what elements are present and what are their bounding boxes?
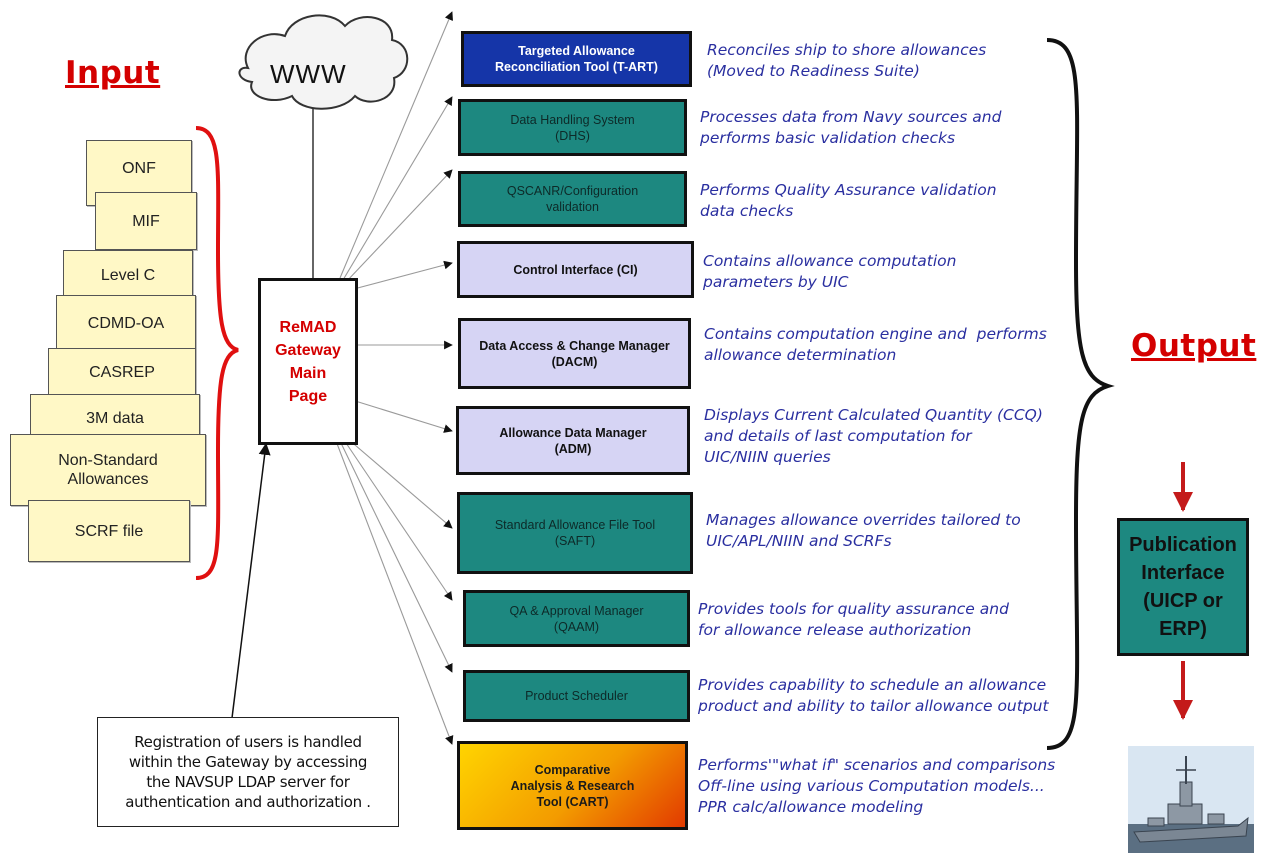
registration-arrow — [231, 442, 271, 719]
tool-description: Performs'"what if" scenarios and compari… — [698, 756, 1056, 816]
input-card-label: CASREP — [89, 363, 155, 381]
tool-box-qscanr: QSCANR/Configuration validation — [458, 171, 687, 227]
input-brace — [195, 126, 239, 580]
tool-box-qaam: QA & Approval Manager (QAAM) — [463, 590, 690, 647]
input-heading: Input — [65, 55, 161, 91]
tool-label: Allowance Data Manager (ADM) — [499, 425, 647, 456]
gateway-spoke-line — [342, 96, 453, 281]
tool-box-saft: Standard Allowance File Tool (SAFT) — [457, 492, 693, 574]
input-card-cdmd-oa: CDMD-OA — [56, 295, 196, 351]
input-card-label: MIF — [132, 212, 160, 230]
input-card-level-c: Level C — [63, 250, 193, 300]
tool-label: QSCANR/Configuration validation — [506, 184, 639, 214]
tool-description: Contains computation engine and performs… — [704, 325, 1047, 364]
tool-description: Displays Current Calculated Quantity (CC… — [704, 406, 1043, 466]
input-card-label: SCRF file — [74, 522, 144, 540]
tool-box-adm: Allowance Data Manager (ADM) — [456, 406, 690, 475]
tool-description: Provides capability to schedule an allow… — [698, 676, 1049, 715]
gateway-label-line: Page — [288, 387, 328, 405]
gateway-spoke-line — [339, 11, 453, 279]
tool-box-product-scheduler: Product Scheduler — [463, 670, 690, 722]
input-card-casrep: CASREP — [48, 348, 196, 396]
gateway-spoke-line — [351, 399, 453, 433]
www-label: WWW — [270, 59, 347, 89]
tool-description: Provides tools for quality assurance and… — [698, 600, 1009, 639]
gateway-spoke-line — [349, 260, 453, 291]
input-card-mif: MIF — [95, 192, 197, 250]
tool-description: Performs Quality Assurance validation da… — [700, 181, 997, 220]
gateway-spoke-line — [347, 438, 453, 529]
tool-label: Standard Allowance File Tool (SAFT) — [494, 518, 656, 548]
input-card-scrf-file: SCRF file — [28, 500, 190, 562]
tool-description: Contains allowance computation parameter… — [703, 252, 957, 291]
tool-box-dhs: Data Handling System (DHS) — [458, 99, 687, 156]
registration-note-text: Registration of users is handled within … — [125, 733, 371, 811]
tool-description: Manages allowance overrides tailored to … — [706, 511, 1021, 550]
registration-note: Registration of users is handled within … — [97, 717, 399, 827]
tool-description: Reconciles ship to shore allowances (Mov… — [707, 41, 987, 80]
gateway-spoke-line — [343, 439, 453, 601]
tool-label: Data Access & Change Manager (DACM) — [479, 338, 670, 369]
input-card-label: CDMD-OA — [87, 314, 165, 332]
tool-label: QA & Approval Manager (QAAM) — [509, 603, 644, 634]
input-card-label: ONF — [122, 160, 156, 177]
input-card-non-standard: Non-Standard Allowances — [10, 434, 206, 506]
ship-image — [1128, 746, 1254, 853]
tool-label: Data Handling System (DHS) — [510, 112, 635, 143]
input-card-label: Level C — [100, 266, 156, 284]
output-heading: Output — [1131, 328, 1257, 364]
tool-box-ci: Control Interface (CI) — [457, 241, 694, 298]
gateway-spoke-line — [339, 440, 453, 673]
tool-box-dacm: Data Access & Change Manager (DACM) — [458, 318, 691, 389]
gateway-label-line: ReMAD — [279, 318, 337, 336]
tool-box-cart: Comparative Analysis & Research Tool (CA… — [457, 741, 688, 830]
input-card-label: 3M data — [86, 409, 144, 427]
output-brace — [1046, 38, 1115, 750]
www-cloud — [238, 14, 409, 110]
tool-box-tart: Targeted Allowance Reconciliation Tool (… — [461, 31, 692, 87]
tool-label: Product Scheduler — [525, 689, 628, 703]
input-card-label: Non-Standard Allowances — [58, 452, 158, 488]
tool-label: Control Interface (CI) — [513, 262, 638, 277]
tool-label: Comparative Analysis & Research Tool (CA… — [510, 762, 635, 809]
gateway-spokes — [335, 11, 454, 745]
publication-interface-label: Publication Interface (UICP or ERP) — [1129, 534, 1237, 640]
publication-interface-box: Publication Interface (UICP or ERP) — [1117, 518, 1249, 656]
gateway-label-line: Gateway — [275, 341, 341, 359]
tool-description: Processes data from Navy sources and per… — [700, 108, 1002, 147]
gateway-spoke-line — [335, 440, 454, 745]
gateway-spoke-line — [345, 169, 453, 283]
remad-gateway-box: ReMAD Gateway Main Page — [258, 278, 358, 445]
tool-label: Targeted Allowance Reconciliation Tool (… — [495, 44, 658, 74]
gateway-label-line: Main — [289, 364, 327, 382]
